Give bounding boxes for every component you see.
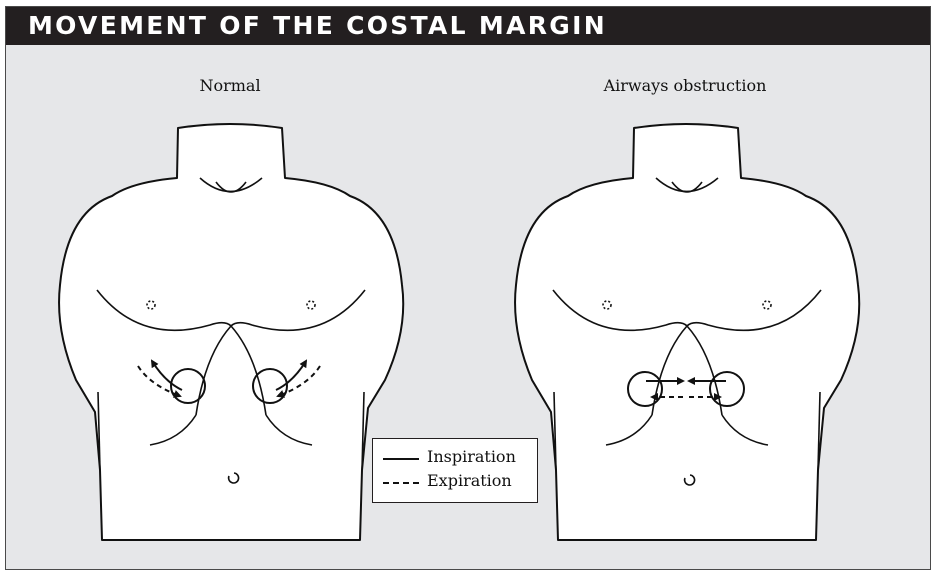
legend-label-expiration: Expiration bbox=[427, 471, 512, 490]
solid-line-swatch bbox=[383, 458, 419, 460]
panel-title-obstruction: Airways obstruction bbox=[604, 76, 767, 95]
torso-normal bbox=[59, 124, 403, 540]
dashed-line-swatch bbox=[383, 482, 419, 484]
panel-title-normal: Normal bbox=[199, 76, 260, 95]
legend-label-inspiration: Inspiration bbox=[427, 447, 516, 466]
torso-outline bbox=[515, 124, 859, 540]
legend: Inspiration Expiration bbox=[372, 438, 538, 503]
torso-obstruction bbox=[515, 124, 859, 540]
torso-outline bbox=[59, 124, 403, 540]
